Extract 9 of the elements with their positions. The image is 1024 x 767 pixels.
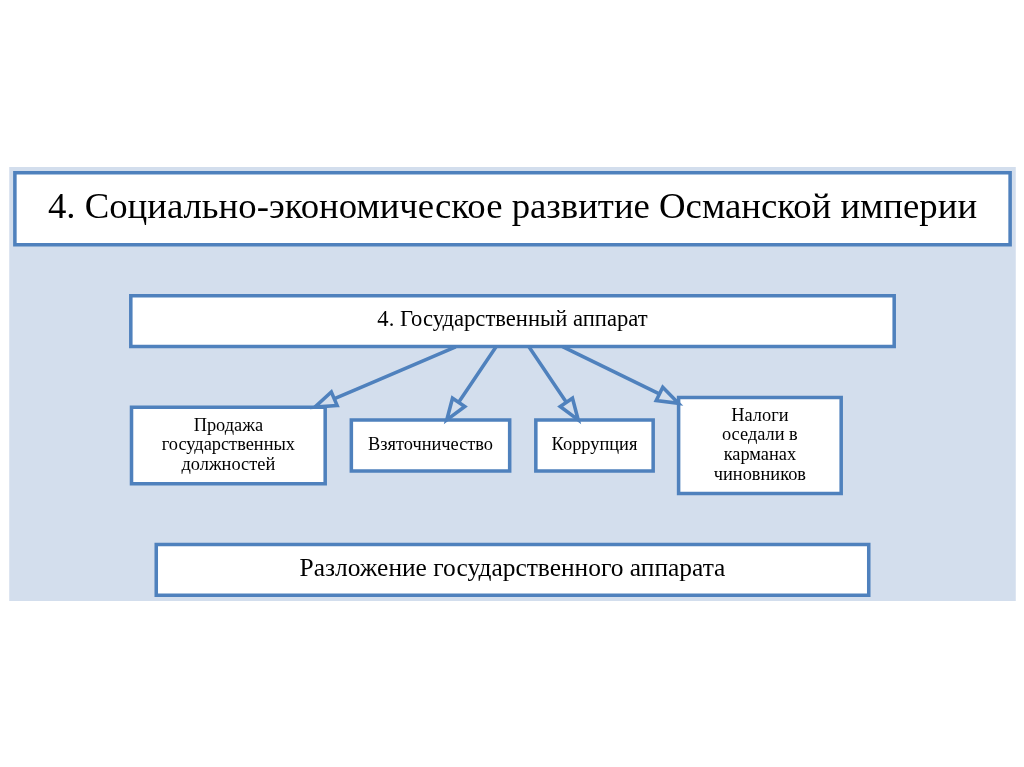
arrow — [443, 345, 497, 424]
node-box: 4. Социально-экономическое развитие Османской империи — [12, 170, 1012, 246]
node-box: 4. Государственный аппарат — [128, 293, 896, 348]
node-box: Налоги оседали в карманах чиновников — [676, 395, 843, 495]
arrow — [527, 345, 581, 424]
node-box: Взяточничество — [349, 417, 511, 473]
node-box: Коррупция — [533, 417, 655, 473]
node-box: Продажа государственных должностей — [129, 405, 327, 485]
node-box: Разложение государственного аппарата — [154, 542, 870, 597]
